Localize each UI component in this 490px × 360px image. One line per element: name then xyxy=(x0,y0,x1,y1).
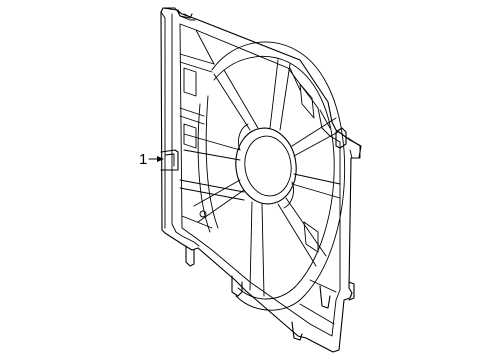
motor-hub xyxy=(235,123,297,209)
callout-1: 1 xyxy=(139,151,164,168)
fan-ring-outer xyxy=(211,41,346,311)
shroud-inner-border xyxy=(179,23,341,337)
frame-bars xyxy=(179,29,337,325)
fan-ring-inner xyxy=(213,55,335,300)
left-mount-tab xyxy=(160,149,179,171)
leader-arrow xyxy=(148,156,164,162)
bottom-leg-left xyxy=(185,245,195,267)
bottom-leg-middle xyxy=(231,275,243,297)
spokes xyxy=(183,59,341,297)
callout-label-1: 1 xyxy=(139,151,147,168)
shroud-side-face xyxy=(160,7,196,229)
bottom-leg-right xyxy=(291,321,303,341)
mount-hole xyxy=(199,210,207,218)
top-mount-tab xyxy=(177,9,193,19)
right-clip xyxy=(335,127,347,149)
shroud-outer-front xyxy=(160,7,362,353)
fan-shroud xyxy=(160,7,362,353)
right-lower-tab xyxy=(319,285,331,309)
